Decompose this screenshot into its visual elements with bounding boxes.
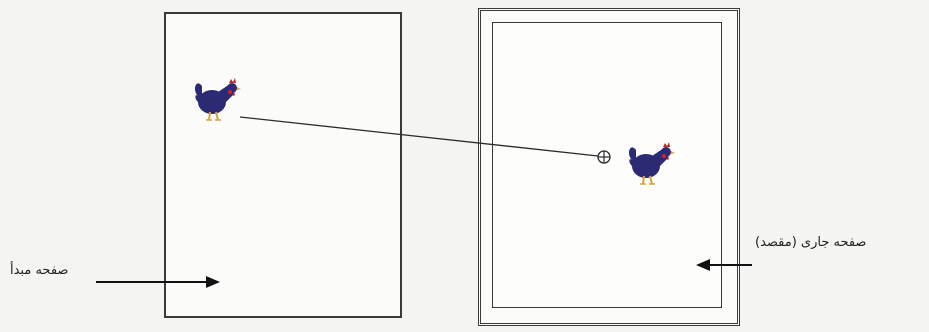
- destination-rooster-icon: [629, 142, 675, 184]
- source-label-arrow: [96, 276, 220, 288]
- destination-page-label: صفحه جاری (مقصد): [755, 235, 866, 250]
- destination-label-arrow: [696, 259, 752, 271]
- connector-line: [240, 117, 598, 156]
- crosshair-icon: [598, 151, 610, 163]
- source-page-label: صفحه مبدأ: [10, 263, 68, 278]
- source-rooster-icon: [195, 78, 241, 120]
